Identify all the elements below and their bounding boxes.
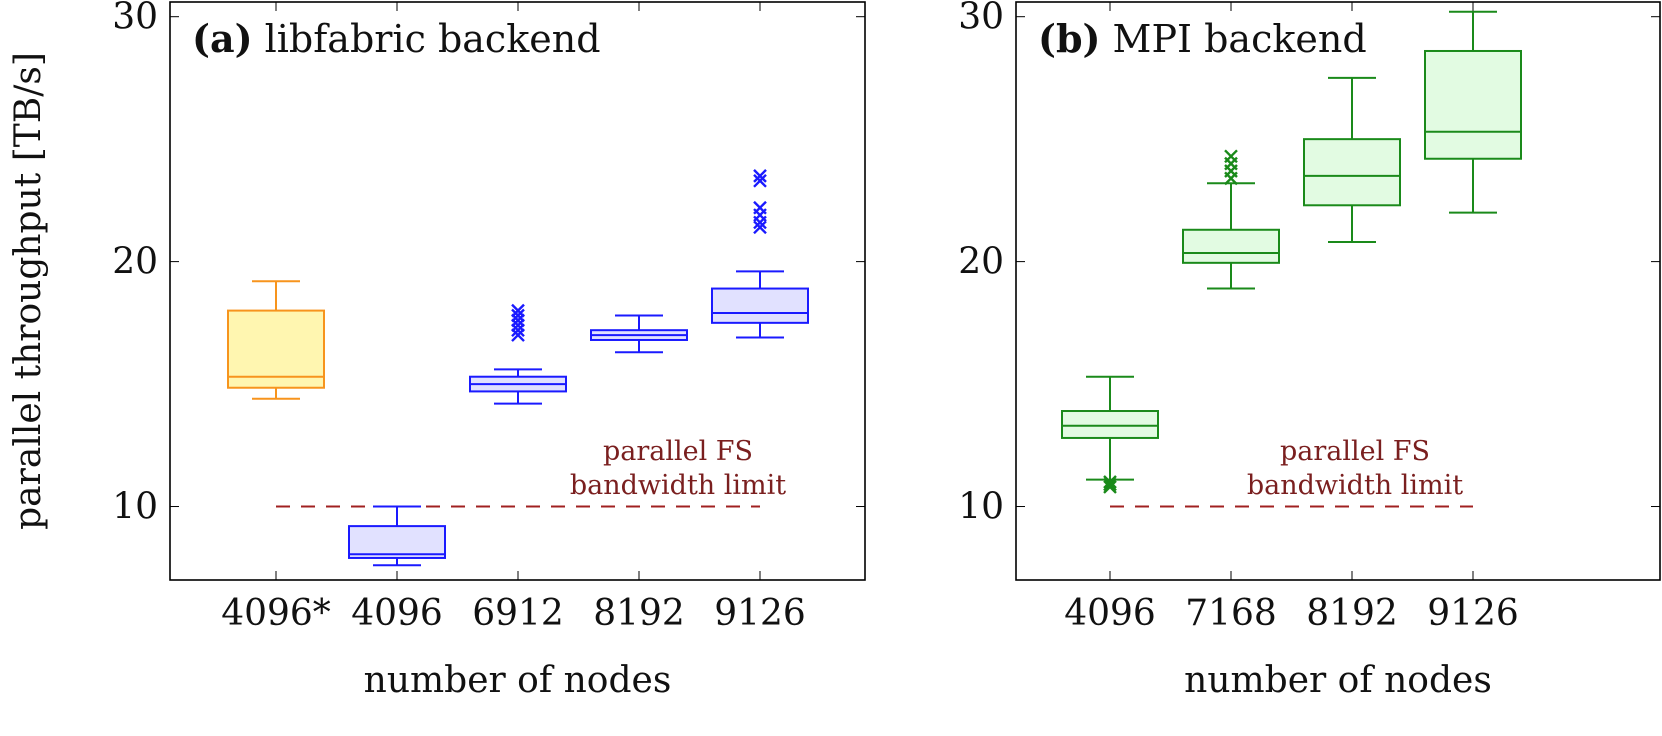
box-9126-outlier-4 [753,200,767,215]
panel-title-1: (a) libfabric backend [192,16,601,61]
y-tick-label: 10 [958,487,1004,528]
x-axis-label-1: number of nodes [364,660,672,701]
box-4096-outlier-3 [1103,475,1117,489]
panel-title-text: MPI backend [1113,17,1367,61]
plot-frame-2 [1015,1,1661,581]
box-7168-iqr [1182,228,1280,264]
box-4096-outlier-2 [1103,477,1117,492]
x-tick-label-4096: 4096 [351,593,443,634]
box-9126-iqr [711,287,809,324]
bandwidth-limit-label-line-1: parallel FS [603,436,753,467]
y-tick-label: 30 [112,0,158,38]
panel-label: (a) [192,16,253,61]
x-tick-label-8192: 8192 [1306,593,1398,634]
box-9126-outlier-1 [753,220,767,235]
box-4096-iqr [348,525,446,559]
x-tick-label-9126: 9126 [714,593,806,634]
y-tick-label: 30 [958,0,1004,38]
x-tick-label-7168: 7168 [1185,593,1277,634]
box-9126-outlier-5 [753,173,767,188]
box-6912-outlier-6 [511,303,525,318]
panel-title-text: libfabric backend [265,17,601,61]
bandwidth-limit-label-line-2: bandwidth limit [570,470,786,501]
box-6912-outlier-5 [511,308,525,323]
box-9126-iqr [1424,49,1522,160]
x-tick-label-8192: 8192 [593,593,685,634]
box-6912-outlier-4 [511,313,525,328]
box-4096*-iqr [227,309,325,389]
panel-title-2: (b) MPI backend [1038,16,1367,61]
x-tick-label-4096: 4096 [1064,593,1156,634]
box-6912-outlier-3 [511,318,525,333]
x-axis-label-2: number of nodes [1184,660,1492,701]
box-4096-iqr [1061,410,1159,439]
y-tick-label: 20 [958,242,1004,283]
bandwidth-limit-label-line-1: parallel FS [1280,436,1430,467]
x-tick-label-9126: 9126 [1427,593,1519,634]
y-axis-label: parallel throughput [TB/s] [8,52,49,530]
x-tick-label-6912: 6912 [472,593,564,634]
box-6912-outlier-2 [511,323,525,338]
y-tick-label: 20 [112,242,158,283]
box-9126-outlier-6 [753,169,767,183]
box-6912-outlier-1 [511,328,525,342]
box-8192-iqr [1303,138,1401,207]
y-tick-label: 10 [112,487,158,528]
box-4096-outlier-1 [1103,480,1117,494]
bandwidth-limit-label-line-2: bandwidth limit [1247,470,1463,501]
x-tick-label-4096*: 4096* [221,593,331,634]
box-7168-outlier-4 [1224,149,1238,164]
panel-label: (b) [1038,16,1101,61]
